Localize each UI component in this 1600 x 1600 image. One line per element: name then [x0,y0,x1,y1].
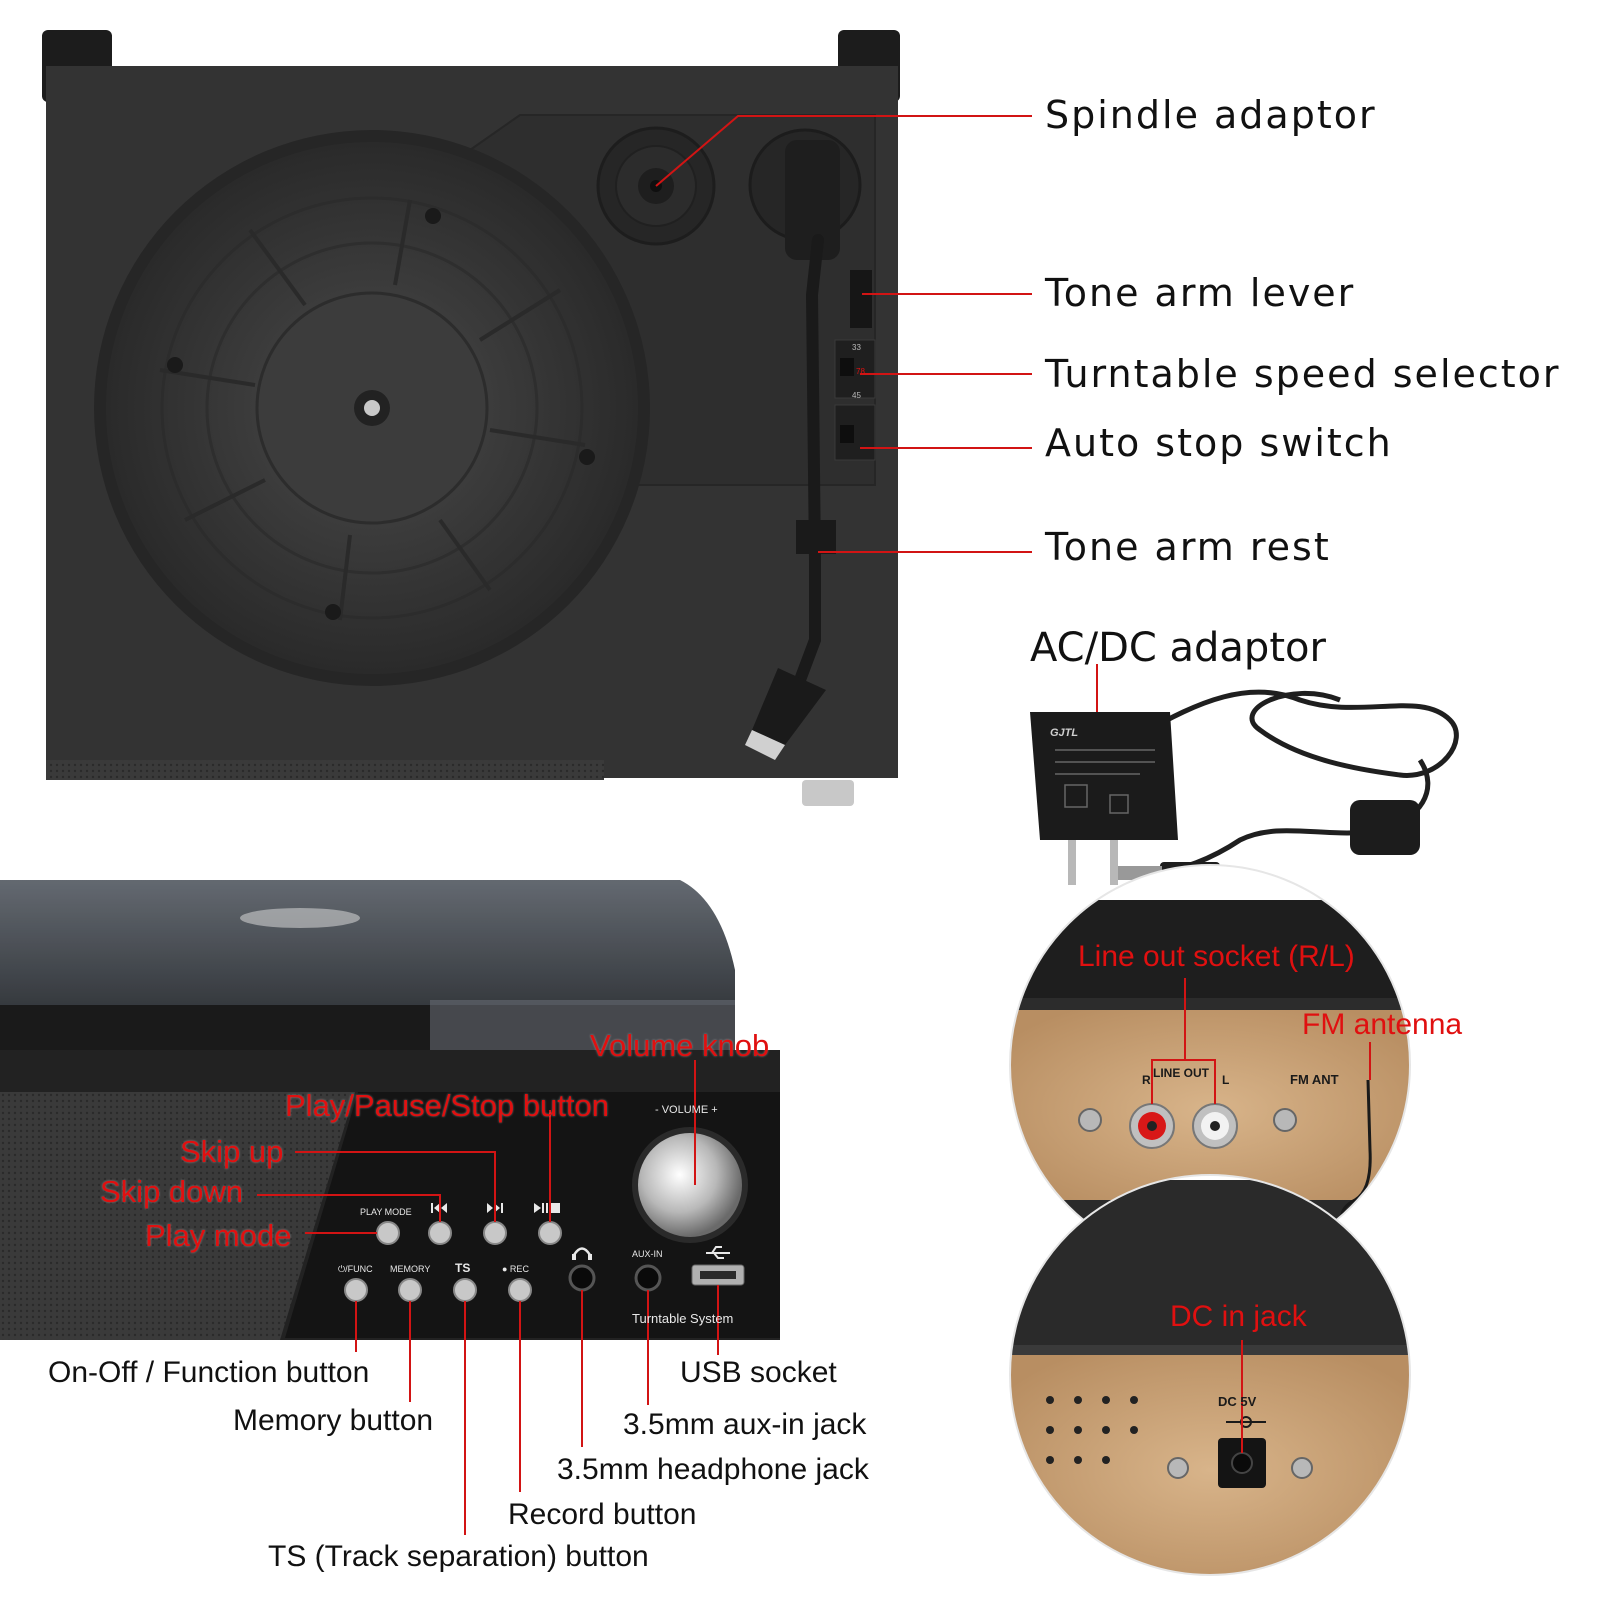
speed-78-label: 78 [856,367,865,376]
detail-line-out [1010,865,1410,1265]
detail-dc-in [1010,1175,1410,1575]
label-auto-stop: Auto stop switch [1045,421,1393,465]
speaker-grille-strip [46,760,604,780]
func-button[interactable] [344,1278,368,1302]
headphone-jack[interactable] [568,1264,596,1292]
rec-button[interactable] [508,1278,532,1302]
label-ts: TS (Track separation) button [268,1540,649,1573]
skip-down-button[interactable] [428,1221,452,1245]
ts-button[interactable] [453,1278,477,1302]
volume-knob[interactable] [638,1133,742,1237]
label-fm-antenna: FM antenna [1302,1008,1463,1041]
speed-33-label: 33 [852,343,861,352]
aux-in-label: AUX-IN [632,1249,663,1259]
skip-up-button[interactable] [483,1221,507,1245]
turntable-top-view [42,30,900,806]
front-knob[interactable] [802,780,854,806]
func-label: ⏻/FUNC [338,1264,373,1274]
panel-icons [431,1203,730,1260]
l-label: L [1222,1073,1230,1087]
play-pause-stop-button[interactable] [538,1221,562,1245]
label-line-out: Line out socket (R/L) [1078,940,1355,973]
play-pause-stop-icon [534,1203,560,1213]
label-spindle-adaptor: Spindle adaptor [1045,93,1377,137]
label-dc-in: DC in jack [1170,1300,1307,1333]
label-aux-in: 3.5mm aux-in jack [623,1408,867,1441]
memory-button[interactable] [398,1278,422,1302]
label-skip-up: Skip up [180,1134,284,1169]
label-volume-knob: Volume knob [590,1028,770,1063]
rec-label: ● REC [502,1264,529,1274]
headshell [752,668,826,745]
play-mode-button[interactable] [376,1221,400,1245]
ferrite-core [1350,800,1420,855]
adaptor-brand: GJTL [1050,727,1079,739]
tone-arm-rest[interactable] [796,520,836,554]
label-play-mode: Play mode [145,1218,292,1253]
usb-icon [706,1246,730,1259]
tone-arm-lever[interactable] [850,270,872,328]
dc-5v-label: DC 5V [1218,1394,1257,1409]
dust-cover [0,880,735,1005]
ts-label: TS [455,1261,471,1275]
system-label: Turntable System [632,1311,734,1326]
label-speed-selector: Turntable speed selector [1045,352,1561,396]
label-tone-arm-lever: Tone arm lever [1045,271,1356,315]
label-headphone: 3.5mm headphone jack [557,1453,869,1486]
fm-ant-label: FM ANT [1290,1072,1339,1087]
aux-in-jack[interactable] [634,1264,662,1292]
adaptor-body [1030,712,1178,840]
label-play-pause-stop: Play/Pause/Stop button [285,1088,610,1123]
line-out-label: LINE OUT [1153,1066,1209,1080]
play-mode-label: PLAY MODE [360,1207,412,1217]
callout-lines [257,115,1371,1535]
label-acdc-adaptor: AC/DC adaptor [1030,625,1326,671]
label-usb-socket: USB socket [680,1356,837,1389]
label-skip-down: Skip down [100,1174,244,1209]
skip-back-icon [431,1203,447,1213]
platter-ribs [159,199,586,621]
memory-label: MEMORY [390,1264,431,1274]
label-tone-arm-rest: Tone arm rest [1045,525,1331,569]
r-label: R [1142,1073,1151,1087]
label-on-off: On-Off / Function button [48,1356,370,1389]
headphone-icon [572,1247,592,1256]
acdc-adaptor-illustration [1030,689,1459,885]
volume-label: - VOLUME + [655,1104,718,1116]
label-memory: Memory button [233,1404,434,1437]
tone-arm [794,234,824,686]
speaker-grille [0,1092,355,1340]
counterweight [785,140,840,260]
speed-45-label: 45 [852,391,861,400]
label-record: Record button [508,1498,697,1531]
